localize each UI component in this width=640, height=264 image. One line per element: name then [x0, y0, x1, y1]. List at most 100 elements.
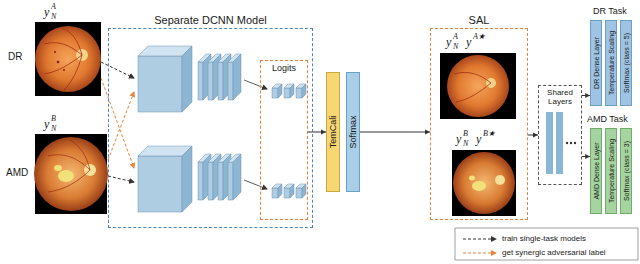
task-label: AMD Task — [587, 115, 628, 124]
fundus-image-sal-amd — [495, 175, 505, 185]
cnn-stream — [198, 162, 203, 200]
legend-sample-head — [491, 250, 497, 256]
cnn-stream — [290, 184, 294, 198]
task-label: DR Task — [593, 7, 627, 16]
cnn-stream — [138, 146, 306, 212]
image-arrow — [108, 92, 134, 160]
cnn-stream — [228, 62, 233, 100]
shared-layer-bars — [556, 112, 563, 174]
connector — [528, 132, 538, 137]
image-arrow — [101, 62, 134, 182]
fundus-image-sal-amd — [472, 181, 486, 191]
fundus-image-dr — [54, 51, 56, 53]
shared-layers-box: Shared Layers — [538, 85, 582, 185]
math-symbol: y — [476, 133, 481, 145]
bar-text: AMD Dense Layer — [593, 142, 600, 199]
cnn-stream — [233, 154, 241, 200]
legend-sample — [462, 234, 498, 244]
image-arrow — [101, 78, 134, 168]
cnn-stream — [198, 62, 203, 100]
fundus-image-amd — [48, 140, 90, 192]
bar-text: Temperature Scaling — [608, 31, 615, 95]
fundus-image-sal-dr — [440, 53, 516, 119]
math-symbol: y — [466, 36, 471, 48]
logits-box: Logits — [260, 60, 308, 220]
cnn-stream — [284, 88, 290, 98]
cnn-stream — [296, 188, 302, 198]
math-superscript: A★ — [473, 33, 485, 41]
fundus-image-dr — [63, 69, 65, 71]
temperature-bar: Temperature Scaling — [605, 128, 617, 214]
legend-frame — [455, 228, 638, 260]
legend-sample — [462, 248, 498, 258]
group-label: AMD — [6, 168, 28, 178]
sal-box: SAL — [430, 28, 528, 220]
bar-text: Temperature Scaling — [608, 139, 615, 203]
cnn-stream — [272, 88, 278, 98]
feature-arrow — [244, 80, 267, 189]
math-symbol: y — [44, 118, 49, 130]
math-superscript: A — [51, 3, 56, 11]
fundus-image-sal-amd — [453, 152, 515, 214]
cnn-stream — [290, 84, 294, 98]
fundus-image-sal-dr — [447, 55, 509, 117]
fundus-image-dr — [57, 61, 60, 64]
connector-line — [360, 132, 430, 133]
bar-text: TemCali — [329, 116, 338, 149]
bar-text: DR Dense Layer — [593, 37, 600, 89]
legend-sample-line — [463, 253, 491, 254]
cnn-stream — [182, 146, 192, 212]
softmax-bar: Softmax (class = 3) — [620, 128, 632, 214]
cnn-stream — [302, 84, 306, 98]
image-arrow — [101, 62, 134, 78]
fundus-image-sal-amd — [452, 150, 516, 216]
fundus-image-dr — [35, 26, 101, 92]
connector — [582, 93, 590, 98]
calibration-bar: TemCali — [326, 72, 340, 192]
math-symbol: y — [44, 6, 49, 18]
fundus-image-dr — [35, 22, 101, 96]
group-label: DR — [8, 52, 22, 62]
temperature-bar: Temperature Scaling — [605, 20, 617, 106]
cnn-stream — [272, 188, 278, 198]
cnn-stream — [296, 88, 302, 98]
feature-arrow — [244, 80, 267, 89]
cnn-stream — [182, 46, 192, 112]
shared-layer-bars — [566, 142, 568, 144]
fundus-image-dr — [44, 28, 82, 90]
legend-text: get synergic adversarial label — [502, 249, 606, 257]
shared-layer-bars — [570, 142, 572, 144]
image-arrow — [108, 176, 134, 182]
softmax-bar: Softmax (class = 5) — [620, 20, 632, 106]
box-text: Shared Layers — [539, 86, 581, 108]
math-subscript: N — [51, 125, 56, 133]
cnn-stream — [218, 162, 223, 200]
fundus-image-sal-dr — [440, 53, 516, 119]
math-superscript: A — [453, 33, 458, 41]
shared-layer-bars — [574, 142, 576, 144]
fundus-image-sal-amd — [469, 176, 475, 181]
cnn-stream — [233, 54, 241, 100]
bar-text: Softmax (class = 5) — [623, 33, 630, 93]
cnn-stream — [208, 162, 213, 200]
dense-layer-bar: AMD Dense Layer — [590, 128, 602, 214]
shared-layer-bars — [546, 112, 553, 174]
math-superscript: B — [51, 115, 56, 123]
legend-sample-line — [463, 239, 491, 240]
connector — [308, 129, 326, 134]
connector — [360, 129, 430, 134]
math-symbol: y — [446, 36, 451, 48]
math-subscript: N — [453, 43, 458, 51]
model-group-box: Separate DCNN ModelLogits — [108, 28, 313, 228]
math-superscript: B★ — [483, 130, 495, 138]
fundus-image-sal-dr — [454, 72, 491, 102]
fundus-image-amd — [54, 165, 62, 171]
cnn-stream — [284, 188, 290, 198]
fundus-image-dr — [35, 22, 101, 96]
math-superscript: B — [463, 130, 468, 138]
math-subscript: N — [51, 13, 56, 21]
math-subscript: N — [463, 140, 468, 148]
legend-sample-head — [491, 236, 497, 242]
cnn-stream — [138, 156, 182, 212]
bar-text: Softmax (class = 3) — [623, 141, 630, 201]
